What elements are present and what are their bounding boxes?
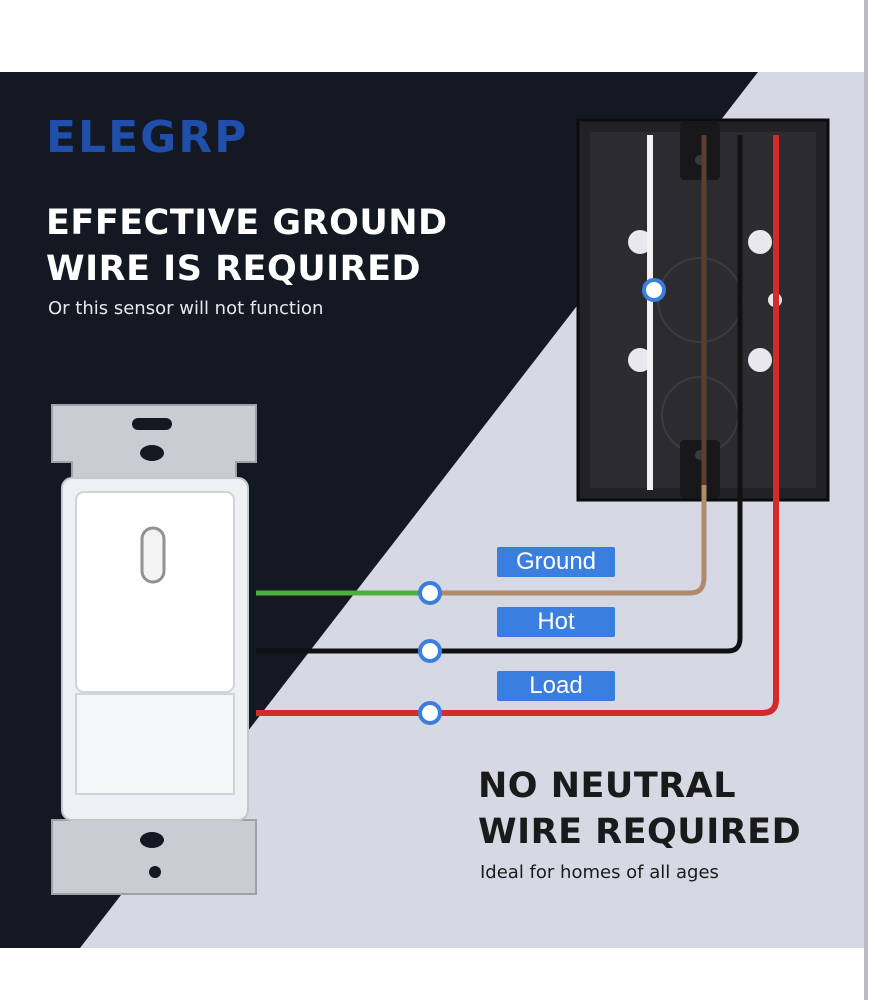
bottom-heading: NO NEUTRAL WIRE REQUIRED: [478, 763, 801, 855]
right-edge-divider: [864, 0, 868, 1000]
ground-wire-copper: [256, 485, 707, 596]
sensor-lens: [75, 693, 235, 795]
hot-connection-dot: [418, 639, 442, 663]
bottom-heading-line1: NO NEUTRAL: [478, 766, 737, 806]
load-connection-dot: [418, 701, 442, 725]
brand-logo: ELEGRP: [46, 112, 249, 163]
switch-to-box-wires: [256, 485, 779, 725]
load-wire: [256, 500, 779, 716]
ground-connection-dot: [418, 581, 442, 605]
load-label: Load: [497, 671, 615, 701]
bottom-subtitle: Ideal for homes of all ages: [480, 862, 719, 883]
indicator-light-icon: [140, 526, 166, 584]
top-heading: EFFECTIVE GROUND WIRE IS REQUIRED: [46, 200, 448, 292]
ground-label: Ground: [497, 547, 615, 577]
box-wire-marker-dot: [642, 278, 666, 302]
box-wires: [642, 135, 779, 500]
hot-wire: [256, 500, 743, 654]
motion-sensor-switch: [51, 404, 257, 895]
top-subtitle: Or this sensor will not function: [48, 298, 324, 319]
top-heading-line1: EFFECTIVE GROUND: [46, 203, 448, 243]
bottom-heading-line2: WIRE REQUIRED: [478, 812, 802, 852]
top-heading-line2: WIRE IS REQUIRED: [46, 249, 422, 289]
hot-label: Hot: [497, 607, 615, 637]
switch-paddle: [75, 491, 235, 693]
